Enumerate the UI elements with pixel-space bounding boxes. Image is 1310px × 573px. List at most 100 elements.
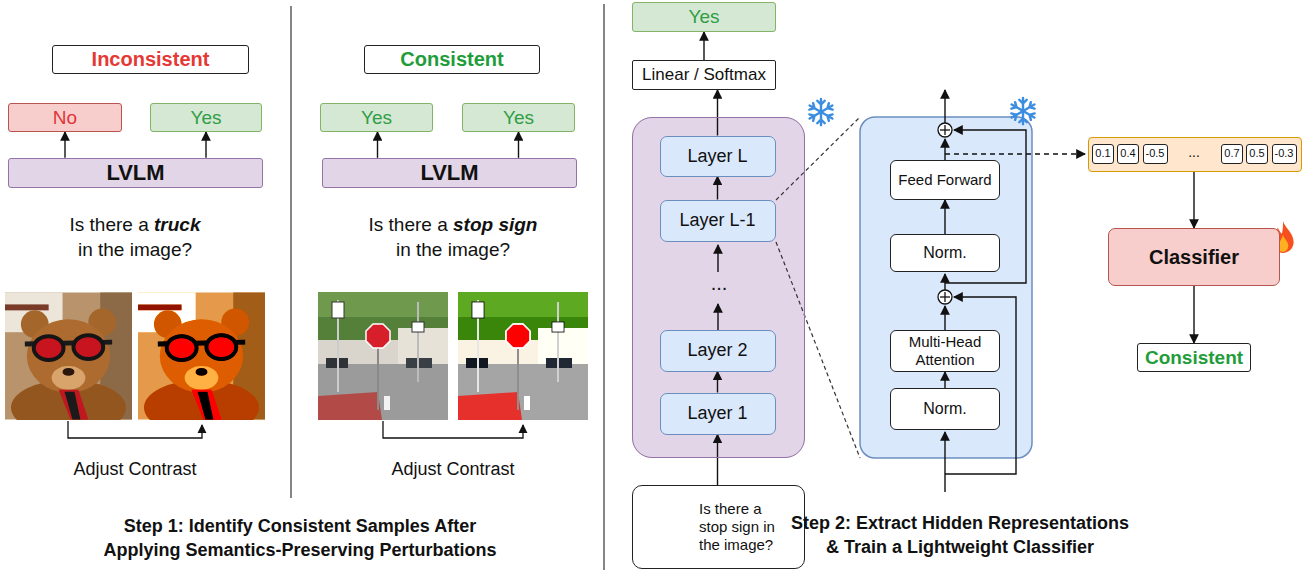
block-arrows (945, 90, 1085, 492)
label-text: Is there a (70, 214, 149, 235)
connector-arrow (944, 372, 945, 388)
connector-arrow (717, 177, 718, 200)
svg-part (944, 90, 945, 123)
node-text: No (53, 107, 77, 129)
label-text: Step 1: Identify Consistent Samples Afte… (103, 516, 496, 560)
vector-cell: 0.7 (1221, 144, 1242, 164)
connector-arrow (717, 372, 718, 393)
caption-text: Step 2: Extract Hidden Representations &… (787, 511, 1134, 560)
caption-text: Step 1: Identify Consistent Samples Afte… (95, 514, 505, 563)
svg-part (944, 125, 945, 135)
answer-box: Yes (320, 103, 433, 132)
node-text: Consistent (400, 48, 503, 71)
label-text: in the image? (78, 239, 192, 260)
node-text: Yes (689, 6, 720, 28)
caption-text: Adjust Contrast (333, 457, 573, 481)
node-text: Multi-Head Attention (895, 333, 995, 369)
svg-part (944, 432, 945, 492)
svg-part (603, 4, 604, 570)
layer-box: Layer 2 (660, 330, 776, 372)
question-line: Is there atruck (0, 212, 295, 237)
vector-cell: 0.1 (1092, 144, 1113, 164)
output-head-box: Linear / Softmax (632, 60, 776, 90)
vector-cell: -0.3 (1272, 144, 1297, 164)
connector-arrow (64, 132, 65, 158)
vector-cell: 0.4 (1117, 144, 1138, 164)
label-text: in the image? (396, 239, 510, 260)
perturbation-bracket (68, 421, 523, 438)
connector-arrow (1193, 286, 1194, 343)
question-line: in the image? (293, 237, 613, 262)
node-text: Linear / Softmax (642, 65, 766, 85)
svg-part (1010, 98, 1036, 124)
answer-box: No (8, 103, 122, 132)
sublayer-box: Norm. (890, 388, 1000, 430)
connector-arrow (518, 132, 519, 158)
verdict-box: Consistent (1137, 343, 1250, 372)
svg-part (68, 421, 202, 438)
model-bar: LVLM (8, 158, 263, 188)
svg-part (944, 306, 945, 330)
label-text: Adjust Contrast (73, 459, 196, 479)
svg-part (944, 274, 945, 290)
vector-cell: -0.5 (1143, 144, 1168, 164)
label-text: Adjust Contrast (391, 459, 514, 479)
node-text: 0.5 (1249, 147, 1264, 160)
layer-box: Layer L-1 (660, 200, 776, 242)
svg-part (458, 292, 588, 420)
svg-part (945, 297, 1016, 474)
svg-part (938, 290, 952, 304)
node-text: Layer L-1 (679, 210, 755, 231)
node-text: Feed Forward (898, 171, 991, 188)
node-text: ... (1174, 144, 1214, 160)
node-text: Layer 1 (687, 403, 747, 424)
node-text: Classifier (1149, 246, 1239, 269)
svg-part (717, 304, 718, 330)
svg-part (776, 242, 860, 458)
answer-box: Yes (462, 103, 575, 132)
sublayer-box: Norm. (890, 234, 1000, 272)
node-text: Norm. (923, 244, 967, 262)
connector-arrow (717, 90, 718, 136)
node-text: 0.7 (1224, 147, 1239, 160)
svg-part (945, 153, 1085, 154)
connector-arrow (205, 132, 206, 158)
photo-thumbnails (5, 292, 694, 554)
svg-part (808, 99, 834, 125)
connector-arrow (717, 435, 718, 486)
svg-part (944, 292, 945, 302)
node-text: Inconsistent (92, 48, 210, 71)
label-text: Step 2: Extract Hidden Representations &… (791, 513, 1129, 557)
frozen-icon (808, 98, 1036, 125)
svg-part (776, 117, 860, 200)
question-text: Is there astop signin the image? (293, 212, 613, 262)
caption-text: Adjust Contrast (15, 457, 255, 481)
connector-arrow (1193, 172, 1194, 228)
residual-add (938, 123, 952, 304)
input-box: Is there a stop sign in the image? (632, 485, 805, 569)
svg-part (318, 292, 448, 420)
node-text: ... (699, 272, 739, 295)
svg-part (944, 139, 945, 160)
svg-part (138, 293, 265, 436)
node-text: 0.4 (1120, 147, 1135, 160)
connector-arrow (377, 132, 378, 158)
node-text: Yes (191, 107, 222, 129)
node-text: Norm. (923, 400, 967, 418)
svg-part (5, 293, 132, 436)
verdict-box: Inconsistent (52, 45, 249, 74)
node-text: -0.5 (1146, 147, 1165, 160)
node-text: LVLM (420, 160, 478, 185)
node-text: -0.3 (1275, 147, 1294, 160)
sublayer-box: Feed Forward (890, 160, 1000, 200)
svg-part (383, 421, 523, 438)
connector-arrow (944, 200, 945, 234)
answer-box: Yes (150, 103, 262, 132)
model-bar: LVLM (322, 158, 577, 188)
question-line: Is there astop sign (293, 212, 613, 237)
node-text: Yes (361, 107, 392, 129)
layer-box: Layer L (660, 136, 776, 177)
panel-divider (291, 4, 604, 570)
node-text: Is there a stop sign in the image? (699, 500, 791, 554)
